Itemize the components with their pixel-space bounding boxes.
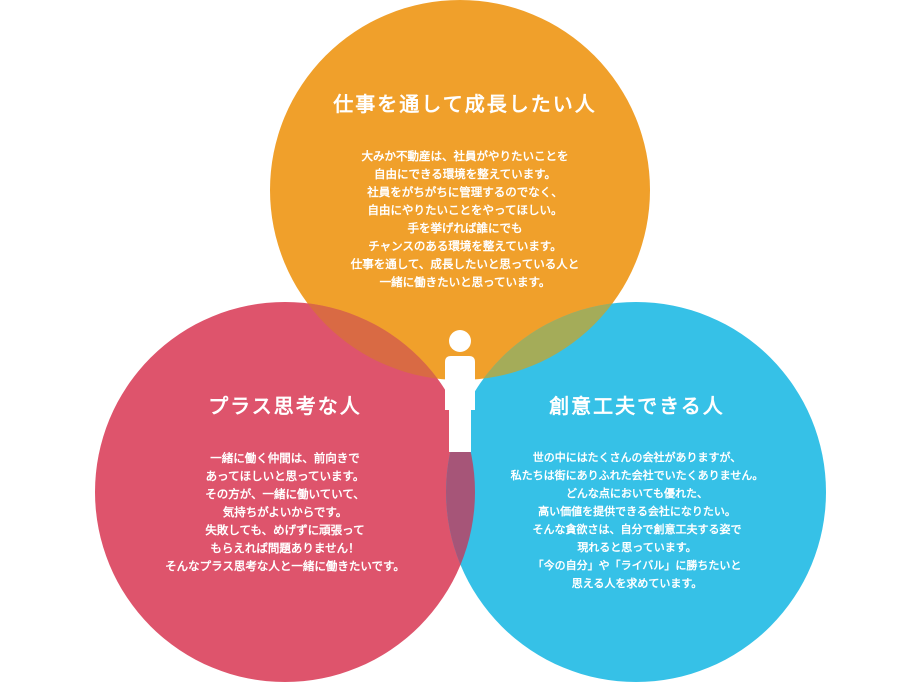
text-line: 仕事を通して、成長したいと思っている人と <box>350 257 580 271</box>
text-line: 「今の自分」や「ライバル」に勝ちたいと <box>532 559 742 572</box>
text-line: 気持ちがよいからです。 <box>222 505 348 519</box>
growth-text: 大みか不動産は、社員がやりたいことを 自由にできる環境を整えています。 社員をが… <box>270 147 660 291</box>
creative-title: 創意工夫できる人 <box>549 394 725 418</box>
circle-creative <box>446 302 826 682</box>
text-line: どんな点においても優れた、 <box>565 487 709 500</box>
text-line: 大みか不動産は、社員がやりたいことを <box>361 149 569 163</box>
text-line: 失敗しても、めげずに頑張って <box>205 523 365 537</box>
growth-block: 仕事を通して成長したい人 大みか不動産は、社員がやりたいことを 自由にできる環境… <box>270 88 660 291</box>
growth-title: 仕事を通して成長したい人 <box>333 92 597 116</box>
text-line: その方が、一緒に働いていて、 <box>205 487 365 501</box>
text-line: 世の中にはたくさんの会社がありますが、 <box>532 451 742 464</box>
text-line: 現れると思っています。 <box>577 541 697 554</box>
text-line: チャンスのある環境を整えています。 <box>368 239 562 253</box>
text-line: 一緒に働く仲間は、前向きで <box>210 451 360 465</box>
text-line: もらえれば問題ありません！ <box>210 541 360 555</box>
text-line: そんな貪欲さは、自分で創意工夫する姿で <box>532 523 742 536</box>
text-line: 一緒に働きたいと思っています。 <box>379 275 551 289</box>
text-line: 自由にできる環境を整えています。 <box>373 167 557 181</box>
text-line: あってほしいと思っています。 <box>205 469 365 483</box>
text-line: 自由にやりたいことをやってほしい。 <box>367 203 563 217</box>
text-line: 私たちは街にありふれた会社でいたくありません。 <box>510 469 764 482</box>
positive-title: プラス思考な人 <box>208 394 362 418</box>
positive-block: プラス思考な人 一緒に働く仲間は、前向きで あってほしいと思っています。 その方… <box>110 390 460 575</box>
circle-positive <box>95 302 475 682</box>
creative-text: 世の中にはたくさんの会社がありますが、 私たちは街にありふれた会社でいたくありま… <box>462 449 812 593</box>
creative-block: 創意工夫できる人 世の中にはたくさんの会社がありますが、 私たちは街にありふれた… <box>462 390 812 593</box>
text-line: 思える人を求めています。 <box>571 577 703 590</box>
circle-growth <box>270 0 650 380</box>
text-line: 手を挙げれば誰にでも <box>407 221 523 235</box>
text-line: 社員をがちがちに管理するのでなく、 <box>367 185 563 199</box>
text-line: そんなプラス思考な人と一緒に働きたいです。 <box>165 559 405 573</box>
positive-text: 一緒に働く仲間は、前向きで あってほしいと思っています。 その方が、一緒に働いて… <box>110 449 460 575</box>
text-line: 高い価値を提供できる会社になりたい。 <box>538 505 736 518</box>
